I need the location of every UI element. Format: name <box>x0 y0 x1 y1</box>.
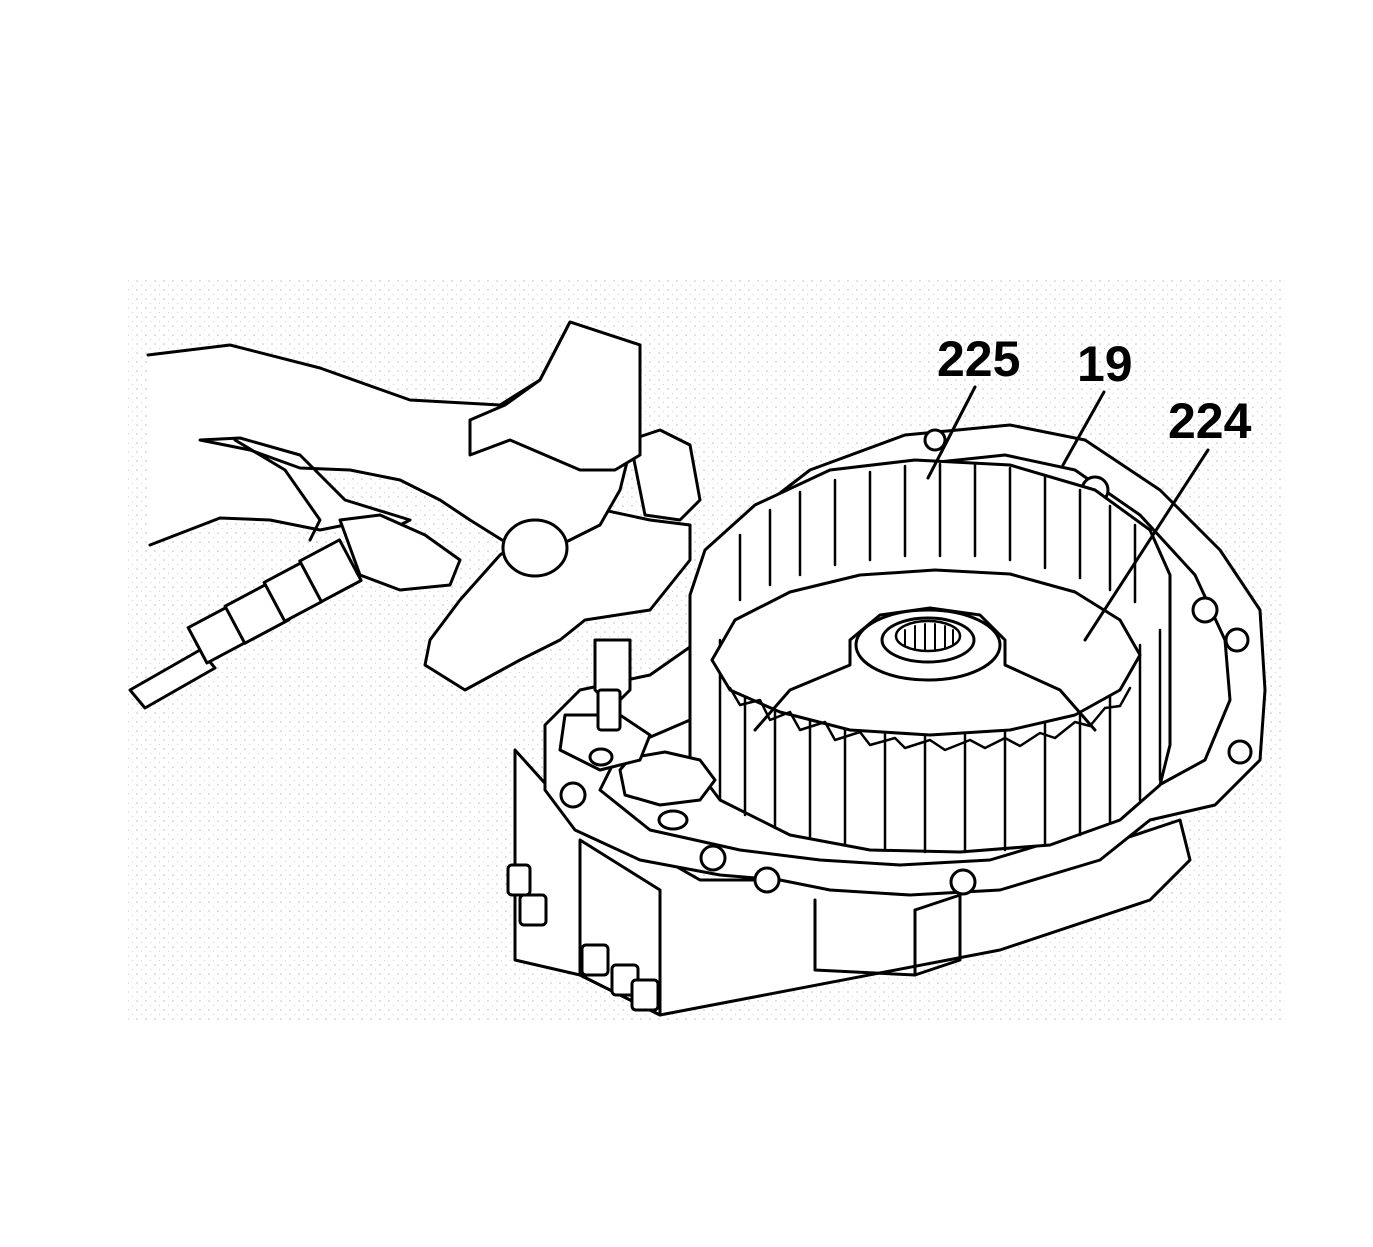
boss-hole <box>657 809 689 831</box>
support-plate-hole <box>588 747 614 767</box>
thumb <box>468 320 642 472</box>
air-gun-body <box>423 503 692 692</box>
bolt-hole <box>1227 739 1253 765</box>
finger-lower <box>233 438 322 542</box>
bolt-hole <box>559 781 587 809</box>
bolt-hole <box>699 844 727 872</box>
side-bolts <box>506 863 660 1012</box>
finger-knuckle <box>338 513 462 592</box>
callout-225: 225 <box>937 331 1021 387</box>
bolt-hole <box>949 868 977 896</box>
case-lower-block-side <box>913 893 962 977</box>
air-gun-ring <box>628 428 702 522</box>
air-hose <box>128 538 363 710</box>
hub-base <box>753 606 1097 732</box>
thumbnail <box>501 518 569 578</box>
case-lower-block <box>813 898 917 977</box>
bolt-hole <box>923 428 947 452</box>
bolt-hole <box>1224 627 1250 653</box>
air-gun-nozzle <box>596 688 622 732</box>
case-front-face <box>578 838 662 1017</box>
bolt-hole <box>753 866 781 894</box>
bolt-hole <box>1191 596 1219 624</box>
callout-224: 224 <box>1168 393 1252 449</box>
clutch-drum-rim-notches <box>728 686 1132 752</box>
callout-19: 19 <box>1077 336 1133 392</box>
hub-spline-teeth <box>904 623 954 651</box>
